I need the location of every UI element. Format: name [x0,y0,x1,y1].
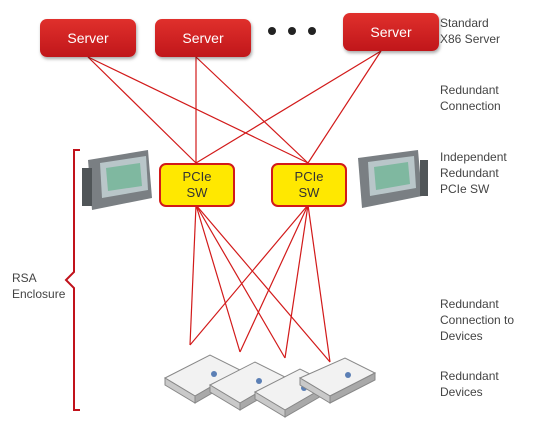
more-servers-ellipsis [268,22,328,40]
dot-3 [308,27,316,35]
label-independent-pcie-sw: Independent Redundant PCIe SW [440,149,507,197]
link-sw1-d1 [189,204,197,346]
label-conn-devices-line3: Devices [440,329,483,343]
link-s1-sw1 [87,56,197,164]
dot-1 [268,27,276,35]
pcie-switch-1-line2: SW [186,185,208,200]
label-redundant-conn-line2: Connection [440,99,501,113]
link-s3-sw1 [195,50,382,164]
link-s1-sw2 [87,56,309,164]
link-sw2-d3 [284,204,309,359]
label-conn-devices-line1: Redundant [440,297,499,311]
label-independent-line3: PCIe SW [440,182,490,196]
link-sw1-d2 [195,204,241,353]
server-node-2: Server [155,19,251,57]
label-devices-line2: Devices [440,385,483,399]
label-redundant-devices: Redundant Devices [440,368,499,400]
label-devices-line1: Redundant [440,369,499,383]
rsa-enclosure-bracket [64,149,80,411]
link-sw1-d3 [195,204,286,359]
label-rsa-enclosure: RSA Enclosure [12,270,65,302]
server-node-1: Server [40,19,136,57]
link-sw2-d1 [189,204,309,346]
link-s3-sw2 [307,50,382,164]
label-independent-line2: Redundant [440,166,499,180]
pcie-switch-2-line2: SW [298,185,320,200]
link-s2-sw2 [195,56,309,164]
label-conn-devices-line2: Connection to [440,313,515,327]
label-rsa-line2: Enclosure [12,287,66,301]
label-standard-line1: Standard [440,16,489,30]
pcie-switch-1-line1: PCIe [182,169,212,184]
link-sw2-d4 [307,204,331,363]
switch-device-links [189,204,331,363]
label-independent-line1: Independent [440,150,507,164]
pcie-switch-1: PCIe SW [159,163,235,207]
link-sw1-d4 [195,204,331,363]
label-connection-to-devices: Redundant Connection to Devices [440,296,514,344]
link-sw2-d2 [239,204,309,353]
label-redundant-conn-line1: Redundant [440,83,499,97]
server-switch-links [87,50,382,164]
pcie-card-right [358,150,428,208]
label-rsa-line1: RSA [12,271,37,285]
label-redundant-connection: Redundant Connection [440,82,501,114]
server-node-3: Server [343,13,439,51]
pcie-switch-2: PCIe SW [271,163,347,207]
dot-2 [288,27,296,35]
pcie-switch-2-line1: PCIe [294,169,324,184]
pcie-card-left [82,150,152,210]
label-standard-server: Standard X86 Server [440,15,500,47]
device-ssd-4 [298,357,377,404]
label-standard-line2: X86 Server [440,32,501,46]
